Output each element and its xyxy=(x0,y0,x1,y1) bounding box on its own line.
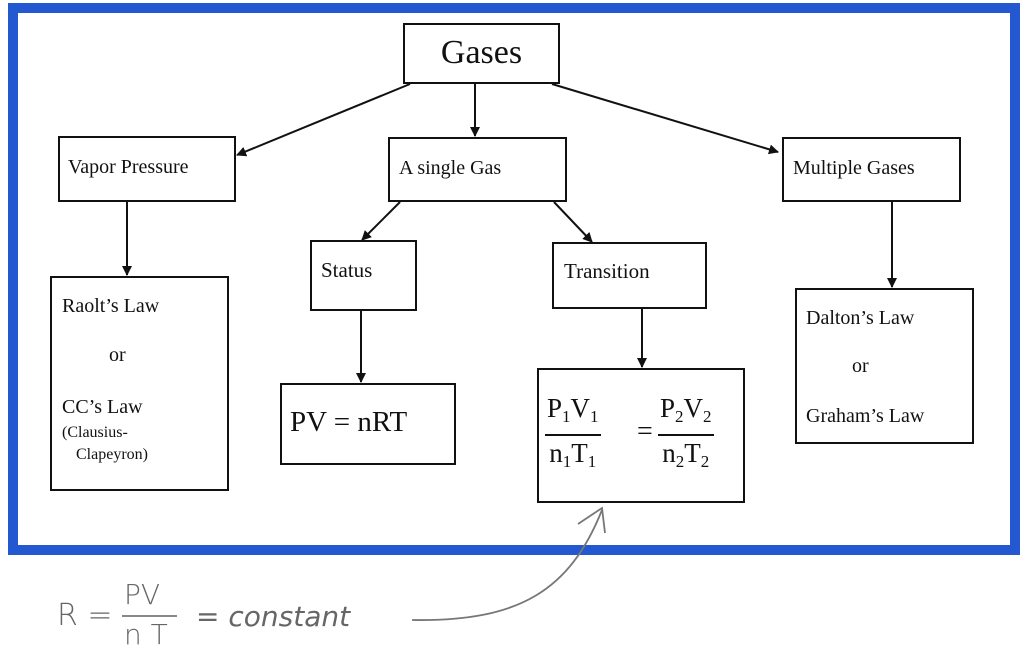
clausius-label: (Clausius- xyxy=(62,424,128,441)
arrow-gases-to-multiple xyxy=(551,83,779,155)
arrow-gases-to-vapor xyxy=(236,83,411,157)
right-fraction: P2V2 n2T2 xyxy=(658,391,714,479)
left-fraction: P1V1 n1T1 xyxy=(545,391,601,479)
node-transition: Transition xyxy=(552,242,707,309)
arrow-single-to-status xyxy=(361,201,401,241)
node-multiple-gases-label: Multiple Gases xyxy=(793,157,915,179)
node-ideal-gas-law: PV = nRT xyxy=(280,383,456,465)
right-denominator: n2T2 xyxy=(662,438,710,471)
node-vapor-pressure: Vapor Pressure xyxy=(58,136,236,202)
annotation-denominator: n T xyxy=(124,618,168,651)
node-single-gas-label: A single Gas xyxy=(399,157,502,179)
node-combined-gas-law: P1V1 n1T1 = P2V2 n2T2 xyxy=(537,368,745,503)
annotation-arrow xyxy=(411,509,603,621)
left-denominator: n1T1 xyxy=(549,438,597,471)
annotation-arrowhead-icon xyxy=(577,506,606,534)
annotation-rhs: = constant xyxy=(196,600,351,633)
equals-sign: = xyxy=(637,416,653,447)
node-mixture-laws: Dalton’s Law or Graham’s Law xyxy=(795,288,974,444)
arrow-single-to-transition xyxy=(553,201,593,243)
node-multiple-gases: Multiple Gases xyxy=(782,137,961,202)
raolt-law-label: Raolt’s Law xyxy=(62,295,160,317)
node-gases-label: Gases xyxy=(440,34,523,71)
node-status: Status xyxy=(310,240,417,311)
node-vapor-pressure-label: Vapor Pressure xyxy=(68,156,189,178)
annotation-lhs: R = xyxy=(57,598,113,633)
node-transition-label: Transition xyxy=(564,259,650,283)
dalton-law-label: Dalton’s Law xyxy=(806,307,915,329)
node-single-gas: A single Gas xyxy=(388,137,567,202)
diagram-frame xyxy=(8,3,1020,555)
or-label: or xyxy=(852,355,869,377)
graham-law-label: Graham’s Law xyxy=(806,405,925,427)
node-status-label: Status xyxy=(321,258,373,282)
node-vapor-laws: Raolt’s Law or CC’s Law (Clausius- Clape… xyxy=(50,276,229,491)
ideal-gas-formula: PV = nRT xyxy=(290,406,408,438)
cc-law-label: CC’s Law xyxy=(62,396,143,418)
annotation-numerator: PV xyxy=(124,578,161,611)
right-fraction-bar xyxy=(658,434,714,436)
left-fraction-bar xyxy=(545,434,601,436)
or-label: or xyxy=(109,344,126,366)
left-numerator: P1V1 xyxy=(547,393,599,426)
clapeyron-label: Clapeyron) xyxy=(76,446,148,463)
right-numerator: P2V2 xyxy=(660,393,712,426)
node-gases: Gases xyxy=(403,23,560,84)
